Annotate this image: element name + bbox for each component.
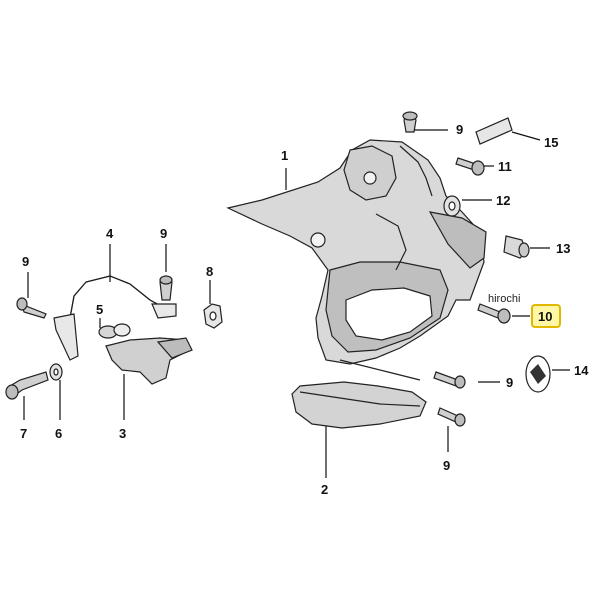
bush-part xyxy=(98,323,131,339)
callout-8: 8 xyxy=(206,264,213,279)
screw-part-9-top xyxy=(402,111,418,133)
callout-9-top: 9 xyxy=(456,122,463,137)
leader-lines xyxy=(23,129,570,478)
bolt-part-7 xyxy=(5,371,49,400)
watermark-text: hirochi xyxy=(488,293,520,305)
plug-part-13 xyxy=(503,235,530,259)
callout-9-lower: 9 xyxy=(506,375,513,390)
callout-1: 1 xyxy=(281,148,288,163)
callout-9-bracket: 9 xyxy=(160,226,167,241)
callout-4: 4 xyxy=(106,226,114,241)
screw-part-9-left xyxy=(16,297,47,319)
callout-5: 5 xyxy=(96,302,103,317)
fairing-part xyxy=(226,139,487,381)
screw-part-9-lower xyxy=(433,371,466,389)
callout-14: 14 xyxy=(574,363,589,378)
screw-part-9-bracket xyxy=(159,275,173,301)
callout-10: 10 xyxy=(538,309,552,324)
lower-cover-part xyxy=(291,381,427,429)
callout-13: 13 xyxy=(556,241,570,256)
callout-7: 7 xyxy=(20,426,27,441)
washer-part-12 xyxy=(443,195,461,217)
callout-9-left: 9 xyxy=(22,254,29,269)
label-part-15 xyxy=(475,117,513,145)
callout-2: 2 xyxy=(321,482,328,497)
sticker-part-14 xyxy=(525,355,551,393)
bracket-part xyxy=(53,275,177,361)
bolt-part-10 xyxy=(477,303,511,324)
callout-12: 12 xyxy=(496,193,510,208)
holder-part xyxy=(105,337,193,385)
callout-9-bottom: 9 xyxy=(443,458,450,473)
washer-part-6 xyxy=(49,363,63,381)
callout-3: 3 xyxy=(119,426,126,441)
callout-6: 6 xyxy=(55,426,62,441)
screw-part-11 xyxy=(455,157,485,176)
callout-11: 11 xyxy=(498,159,512,174)
callout-15: 15 xyxy=(544,135,558,150)
callout-10-highlight xyxy=(531,304,561,328)
screw-part-9-bottom xyxy=(437,407,466,427)
clip-nut-part xyxy=(203,303,223,329)
